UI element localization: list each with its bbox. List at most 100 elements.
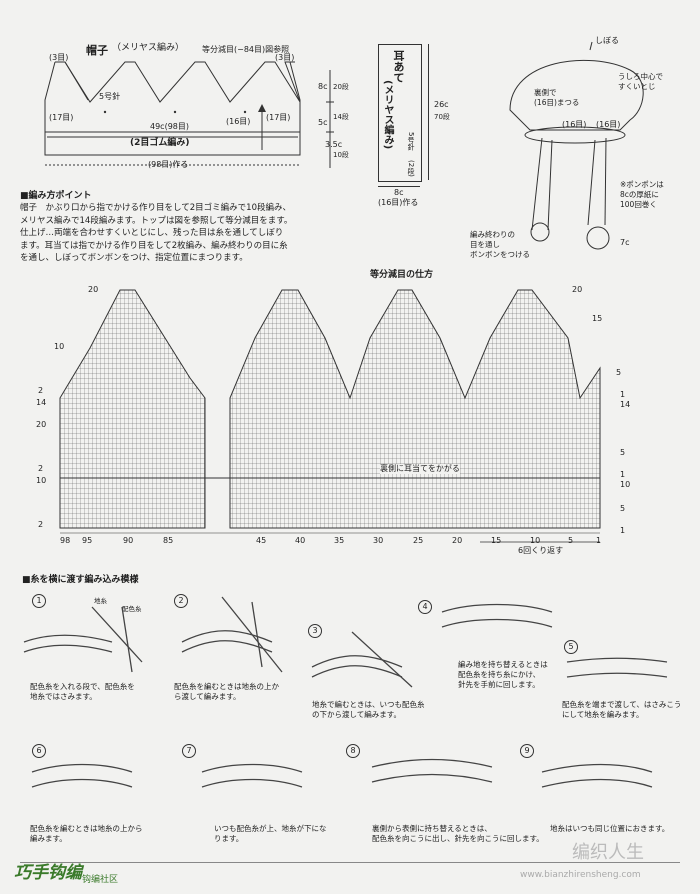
- earflap-rows: (2段): [407, 160, 415, 177]
- inside-label: 裏側で (16目)まつる: [534, 88, 580, 107]
- hat-right-count: (17目): [266, 113, 291, 122]
- col-label: 90: [123, 536, 134, 545]
- row-label: 2: [38, 386, 44, 395]
- col-label: 85: [163, 536, 174, 545]
- earflap-height: 26c: [434, 100, 449, 109]
- step-caption: 配色糸を編むときは地糸の上か ら渡して編みます。: [174, 682, 279, 701]
- motif-section: ■糸を横に渡す編み込み模様 地糸 配色糸 1 2 3 4 5 6 7 8 9 配…: [22, 572, 692, 847]
- step-caption: 配色糸を編むときは地糸の上から 編みます。: [30, 824, 143, 843]
- step-number: 3: [308, 624, 322, 638]
- row-label: 20: [36, 420, 47, 429]
- col-label: 1: [596, 536, 602, 545]
- earflap-width-line: [378, 186, 420, 187]
- earflap-title: 耳あて: [392, 50, 405, 83]
- col-label: 5: [568, 536, 574, 545]
- hat-shape: [44, 61, 334, 168]
- hat-h2-rows: 14段: [333, 113, 349, 121]
- logo-sub: 钩编社区: [82, 875, 119, 885]
- row-label: 1: [620, 526, 626, 535]
- row-label: 14: [620, 400, 631, 409]
- center-label: うしろ中心で すくいとじ: [618, 72, 663, 91]
- col-label: 98: [60, 536, 71, 545]
- col-label: 15: [491, 536, 502, 545]
- step-number: 5: [564, 640, 578, 654]
- row-label: 5: [620, 448, 626, 457]
- end-note: 編み終わりの 目を通し ボンボンをつける: [470, 230, 530, 259]
- col-label: 35: [334, 536, 345, 545]
- earflap-sub: (メリヤス編み): [382, 80, 393, 150]
- step-caption: 地糸で編むときは、いつも配色糸 の下から渡して編みます。: [312, 700, 425, 719]
- hat-mid-count: (16目): [226, 117, 251, 126]
- hai-label: 配色糸: [122, 605, 142, 613]
- chart-grid: [59, 289, 601, 543]
- step-number: 8: [346, 744, 360, 758]
- earflap-height-rows: 70段: [434, 113, 450, 121]
- step-illustrations: [23, 596, 668, 788]
- row-label: 5: [620, 504, 626, 513]
- col-label: 20: [452, 536, 463, 545]
- hat-h1: 8c: [318, 82, 328, 91]
- row-label: 1: [620, 470, 626, 479]
- step-caption: 地糸はいつも同じ位置におきます。: [550, 824, 670, 833]
- row-label: 10: [54, 342, 65, 351]
- hat-title-stitch: （メリヤス編み）: [112, 43, 185, 53]
- step-caption: 編み地を持ち替えるときは 配色糸を持ち糸にかけ、 針先を手前に回します。: [458, 660, 548, 689]
- step-number: 9: [520, 744, 534, 758]
- col-label: 40: [295, 536, 306, 545]
- pompom-size: 7c: [620, 238, 630, 247]
- pompom-note: ※ポンポンは 8cの厚紙に 100回巻く: [620, 180, 664, 209]
- hat-left-count: (17目): [49, 113, 74, 122]
- earflap-needle: 5号針: [407, 132, 415, 151]
- knitting-points: ■編み方ポイント 帽子 かぶり口から指でかける作り目をして2目ゴミ編みで10段編…: [20, 188, 460, 265]
- col-label: 25: [413, 536, 424, 545]
- points-heading: ■編み方ポイント: [20, 191, 92, 201]
- step-number: 4: [418, 600, 432, 614]
- motif-heading: ■糸を横に渡す編み込み模様: [22, 575, 139, 585]
- col-label: 45: [256, 536, 267, 545]
- logo: 巧手钩编: [14, 863, 82, 883]
- step-caption: 配色糸を端まで渡して、はさみこう にして地糸を編みます。: [562, 700, 682, 719]
- hat-title: 帽子: [86, 44, 108, 57]
- row-label: 5: [616, 368, 622, 377]
- step-number: 1: [32, 594, 46, 608]
- inner-label: 裏側に耳当てをかがる: [380, 464, 460, 474]
- watermark: 编织人生: [572, 842, 644, 863]
- row-label: 2: [38, 520, 44, 529]
- stitches-label: (16目): [562, 120, 587, 129]
- row-label: 20: [88, 285, 99, 294]
- chart-title: 等分減目の仕方: [370, 270, 434, 280]
- hat-sketch: [509, 41, 644, 250]
- step-number: 6: [32, 744, 46, 758]
- step-caption: いつも配色糸が上、地糸が下にな ります。: [214, 824, 327, 843]
- col-label: 10: [530, 536, 541, 545]
- earflap-height-line: [428, 44, 429, 180]
- footer-rule: [20, 862, 680, 863]
- row-label: 1: [620, 390, 626, 399]
- hat-needle: 5号針: [99, 92, 121, 101]
- hat-top-right: (3目): [275, 53, 295, 62]
- hat-top-left: (3目): [49, 53, 69, 62]
- hat-h2: 5c: [318, 118, 328, 127]
- stitches-label-2: (16目): [596, 120, 621, 129]
- step-number: 7: [182, 744, 196, 758]
- row-label: 14: [36, 398, 47, 407]
- hat-h3-rows: 10段: [333, 151, 349, 159]
- earflap-diagram: 耳あて (メリヤス編み) 5号針 (2段) 26c 70段 8c (16目)作る: [372, 40, 462, 210]
- row-label: 10: [36, 476, 47, 485]
- earflap-cast-on: (16目)作る: [378, 198, 419, 207]
- hat-cast-on: (98目)作る: [148, 160, 189, 169]
- hat-h1-rows: 20段: [333, 83, 349, 91]
- earflap-rect: [378, 44, 422, 182]
- row-label: 10: [620, 480, 631, 489]
- row-label: 15: [592, 314, 603, 323]
- hat-diagram: 帽子 （メリヤス編み） 等分減目(−84目)図参照 (3目) (3目) 5号針 …: [30, 40, 360, 180]
- hat-rib-label: (2目ゴム編み): [130, 138, 190, 148]
- row-label: 2: [38, 464, 44, 473]
- step-caption: 配色糸を入れる段で、配色糸を 地糸ではさみます。: [30, 682, 135, 701]
- points-body: 帽子 かぶり口から指でかける作り目をして2目ゴミ編みで10段編み、 メリヤス編み…: [20, 203, 293, 263]
- watermark-url: www.bianzhirensheng.com: [520, 870, 641, 880]
- finished-hat-diagram: しぼる うしろ中心で すくいとじ 裏側で (16目)まつる (16目) (16目…: [470, 30, 695, 260]
- step-caption: 裏側から表側に持ち替えるときは、 配色糸を向こうに出し、針先を向こうに回します。: [372, 824, 544, 843]
- hat-h3: 3.5c: [325, 140, 343, 149]
- ji-label: 地糸: [94, 597, 107, 605]
